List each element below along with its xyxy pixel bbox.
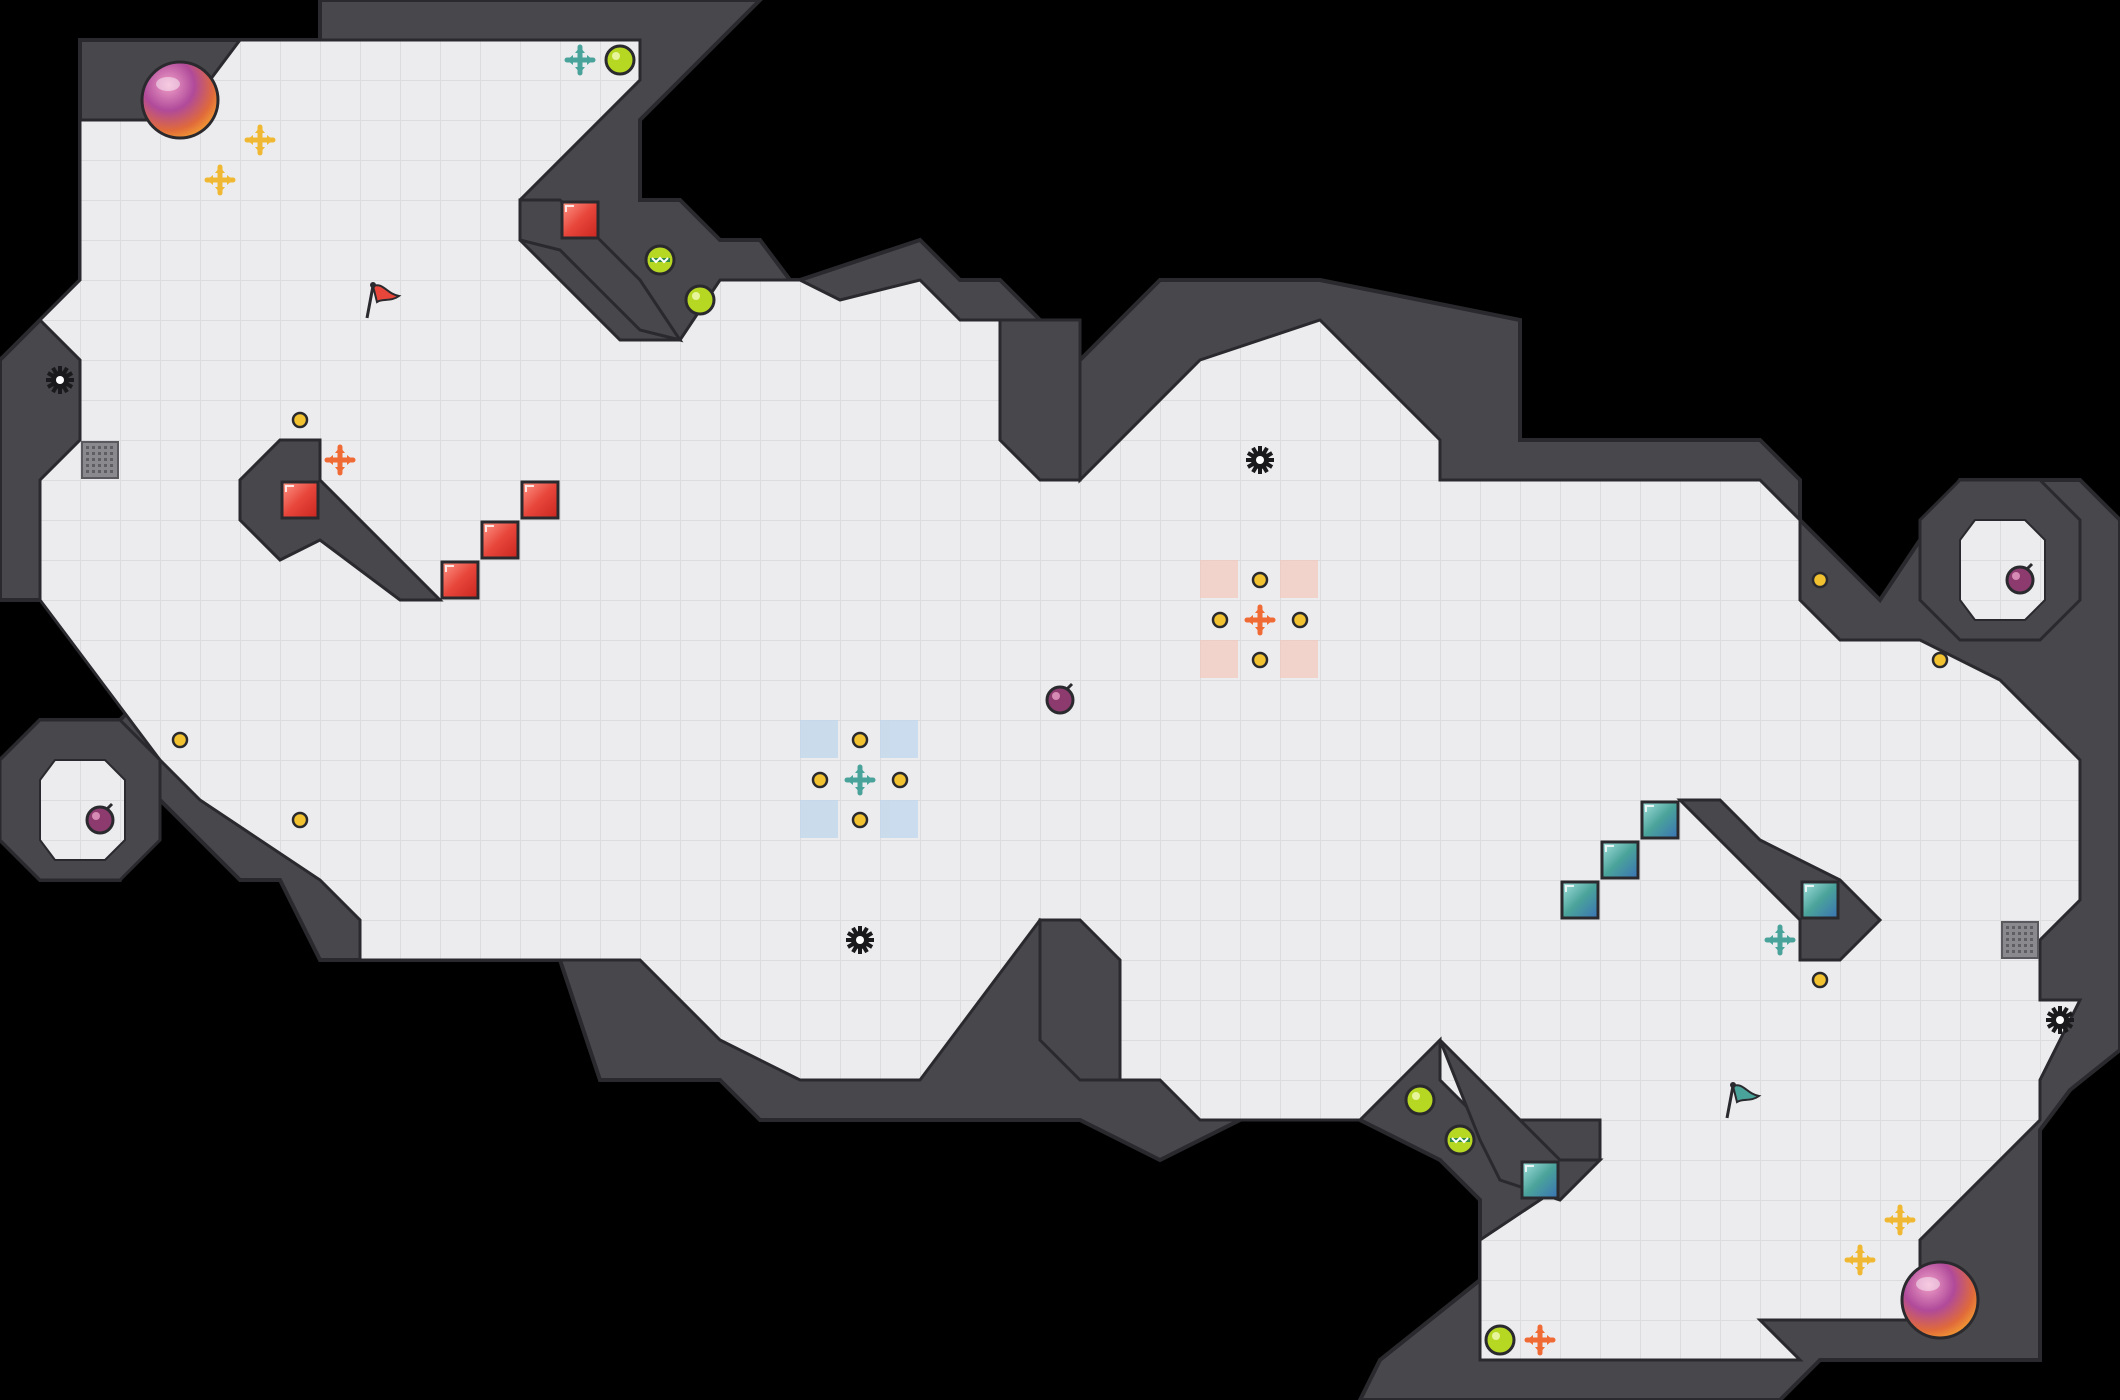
pellet-icon: [851, 731, 869, 749]
red-gate-tile: [440, 560, 480, 600]
wall-island-right: [1676, 798, 1883, 962]
pellet-icon: [1251, 651, 1269, 669]
pellet-icon: [891, 771, 909, 789]
pellet-icon: [1811, 571, 1829, 589]
cross-arrows-icon: [1844, 1244, 1876, 1276]
red-gate-tile: [280, 480, 320, 520]
pellet-icon: [171, 731, 189, 749]
gear-icon: [1246, 446, 1274, 474]
grate-icon: [81, 441, 119, 479]
gear-icon: [46, 366, 74, 394]
ball-icon: [1484, 1324, 1516, 1356]
bomb-icon: [1045, 682, 1075, 715]
cross-arrows-icon: [1764, 924, 1796, 956]
blue-spawn-zone: [800, 720, 918, 838]
pellet-icon: [1811, 971, 1829, 989]
red-gate-tile: [480, 520, 520, 560]
orb-icon: [140, 60, 220, 140]
ball-icon: [604, 44, 636, 76]
red-gate-tile: [560, 200, 600, 240]
pellet-icon: [811, 771, 829, 789]
teal-gate-tile: [1800, 880, 1840, 920]
flag-icon: [365, 282, 402, 319]
bomb-icon: [2005, 562, 2035, 595]
pellet-icon: [1211, 611, 1229, 629]
jukejuice-icon: [1444, 1124, 1476, 1156]
teal-gate-tile: [1640, 800, 1680, 840]
ball-icon: [684, 284, 716, 316]
flag-icon: [1725, 1082, 1762, 1119]
pellet-icon: [291, 811, 309, 829]
red-spawn-zone: [1200, 560, 1318, 678]
jukejuice-icon: [644, 244, 676, 276]
gear-icon: [846, 926, 874, 954]
cross-arrows-icon: [324, 444, 356, 476]
cross-arrows-icon: [1244, 604, 1276, 636]
teal-gate-tile: [1600, 840, 1640, 880]
wall-island-mid-left: [238, 438, 444, 602]
bomb-icon: [85, 802, 115, 835]
pellet-icon: [1291, 611, 1309, 629]
cross-arrows-icon: [244, 124, 276, 156]
cross-arrows-icon: [1884, 1204, 1916, 1236]
spawn-zones: [800, 560, 1318, 838]
cross-arrows-icon: [204, 164, 236, 196]
pellet-icon: [291, 411, 309, 429]
pellet-icon: [1931, 651, 1949, 669]
ball-icon: [1404, 1084, 1436, 1116]
cross-arrows-icon: [1524, 1324, 1556, 1356]
gear-icon: [2046, 1006, 2074, 1034]
teal-gate-tile: [1560, 880, 1600, 920]
map-items: [46, 44, 2074, 1356]
cross-arrows-icon: [564, 44, 596, 76]
wall-island-bottom: [1438, 1038, 1604, 1202]
pods: [0, 478, 2082, 882]
pellet-icon: [1251, 571, 1269, 589]
cross-arrows-icon: [844, 764, 876, 796]
wall-pillar-center: [998, 318, 1082, 482]
pellet-icon: [851, 811, 869, 829]
red-gate-tile: [520, 480, 560, 520]
orb-icon: [1900, 1260, 1980, 1340]
wall-pillar-lower: [1038, 918, 1122, 1082]
teal-gate-tile: [1520, 1160, 1560, 1200]
grate-icon: [2001, 921, 2039, 959]
